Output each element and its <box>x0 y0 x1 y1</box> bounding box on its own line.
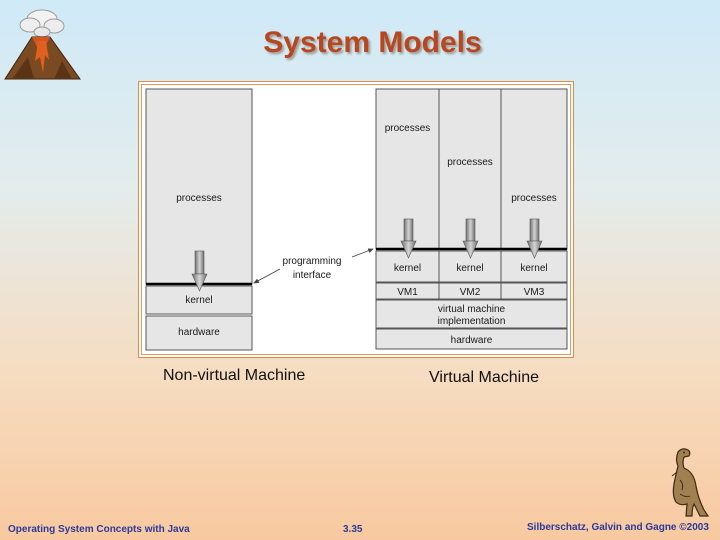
vm3-label-box <box>500 282 568 300</box>
vm3-syscall-arrow <box>526 218 543 259</box>
vm1-syscall-arrow <box>400 218 417 259</box>
nonvm-hardware-box <box>145 315 253 351</box>
vm2-processes-label: processes <box>447 157 493 168</box>
vm-implementation-line1: virtual machine <box>438 304 506 315</box>
system-models-diagram: processes kernel hardware programming in… <box>145 88 568 351</box>
footer-copyright: Silberschatz, Galvin and Gagne ©2003 <box>527 522 709 533</box>
vm2-label: VM2 <box>460 287 481 298</box>
volcano-icon <box>4 9 81 80</box>
vm-implementation-line2: implementation <box>438 316 506 327</box>
vm1-kernel-label: kernel <box>394 263 421 274</box>
programming-interface-callout: programming interface <box>253 248 374 284</box>
programming-interface-line1: programming <box>283 256 342 267</box>
vm3-label: VM3 <box>524 287 545 298</box>
vm3-kernel-label: kernel <box>520 263 547 274</box>
vm-implementation-box <box>375 299 568 329</box>
vm1-processes-label: processes <box>385 123 431 134</box>
slide-title: System Models <box>263 26 482 59</box>
pointer-to-nonvm <box>253 268 281 284</box>
nonvm-hardware-label: hardware <box>178 327 220 338</box>
vm3-processes-label: processes <box>511 193 557 204</box>
caption-non-virtual-machine: Non-virtual Machine <box>163 367 306 384</box>
nonvm-kernel-box <box>145 285 253 315</box>
caption-virtual-machine: Virtual Machine <box>429 369 539 386</box>
nonvm-syscall-arrow <box>191 250 208 292</box>
dinosaur-icon <box>671 448 710 517</box>
non-virtual-machine-stack: processes kernel hardware <box>145 88 253 351</box>
nonvm-processes-label: processes <box>176 193 222 204</box>
vm-hardware-box <box>375 328 568 350</box>
virtual-machine-stack: processes processes processes kernel ker… <box>375 88 568 350</box>
vm2-syscall-arrow <box>462 218 479 259</box>
programming-interface-line2: interface <box>293 270 332 281</box>
nonvm-kernel-label: kernel <box>185 295 212 306</box>
footer-page-number: 3.35 <box>343 524 363 535</box>
pointer-to-vm <box>351 248 374 258</box>
vm-hardware-label: hardware <box>451 335 493 346</box>
footer-book-title: Operating System Concepts with Java <box>8 524 190 535</box>
vm1-label: VM1 <box>397 287 418 298</box>
vm2-kernel-label: kernel <box>456 263 483 274</box>
